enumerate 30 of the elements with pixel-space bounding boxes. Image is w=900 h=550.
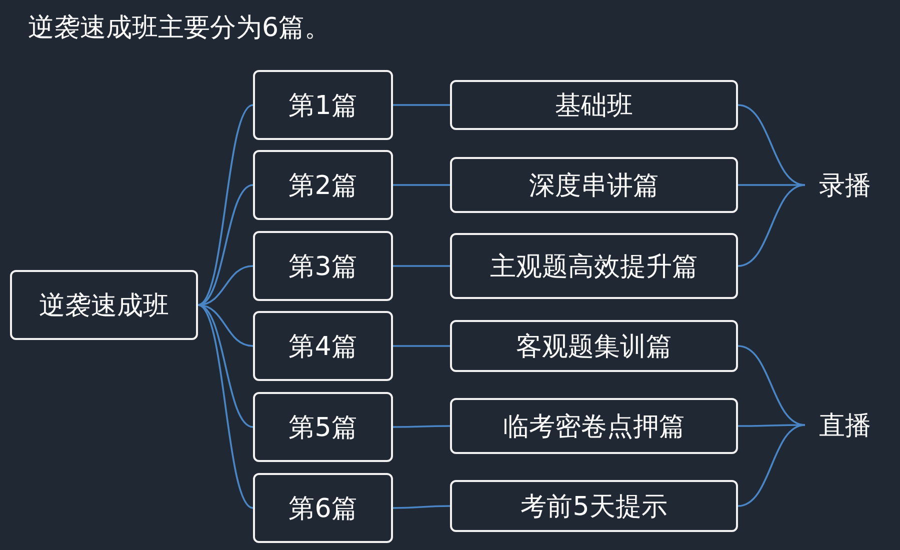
connector-line <box>738 184 805 186</box>
text-box: 第3篇 <box>253 231 393 301</box>
text-box: 临考密卷点押篇 <box>450 398 738 454</box>
text-box: 深度串讲篇 <box>450 157 738 213</box>
connector-line <box>393 505 450 509</box>
text-box: 第2篇 <box>253 150 393 220</box>
heading: 逆袭速成班主要分为6篇。 <box>28 12 331 45</box>
connector-line <box>738 424 805 427</box>
text-box: 第6篇 <box>253 473 393 543</box>
text-box: 主观题高效提升篇 <box>450 233 738 299</box>
text-box: 考前5天提示 <box>450 480 738 532</box>
connector-line <box>198 104 254 306</box>
text-box: 基础班 <box>450 80 738 130</box>
connector-line <box>393 104 450 106</box>
text-box: 第4篇 <box>253 311 393 381</box>
connector-line <box>198 304 254 428</box>
text-box: 客观题集训篇 <box>450 320 738 372</box>
text-box: 第5篇 <box>253 392 393 462</box>
group-label: 录播 <box>805 165 885 205</box>
group-label: 直播 <box>805 405 885 445</box>
text-box: 第1篇 <box>253 70 393 140</box>
connector-line <box>198 184 254 306</box>
connector-line <box>393 184 450 186</box>
connector-line <box>738 424 806 507</box>
connector-line <box>198 304 254 509</box>
text-box: 逆袭速成班 <box>10 270 198 340</box>
connector-line <box>393 425 450 428</box>
connector-line <box>393 345 450 347</box>
connector-line <box>738 184 806 267</box>
connector-line <box>393 265 450 267</box>
